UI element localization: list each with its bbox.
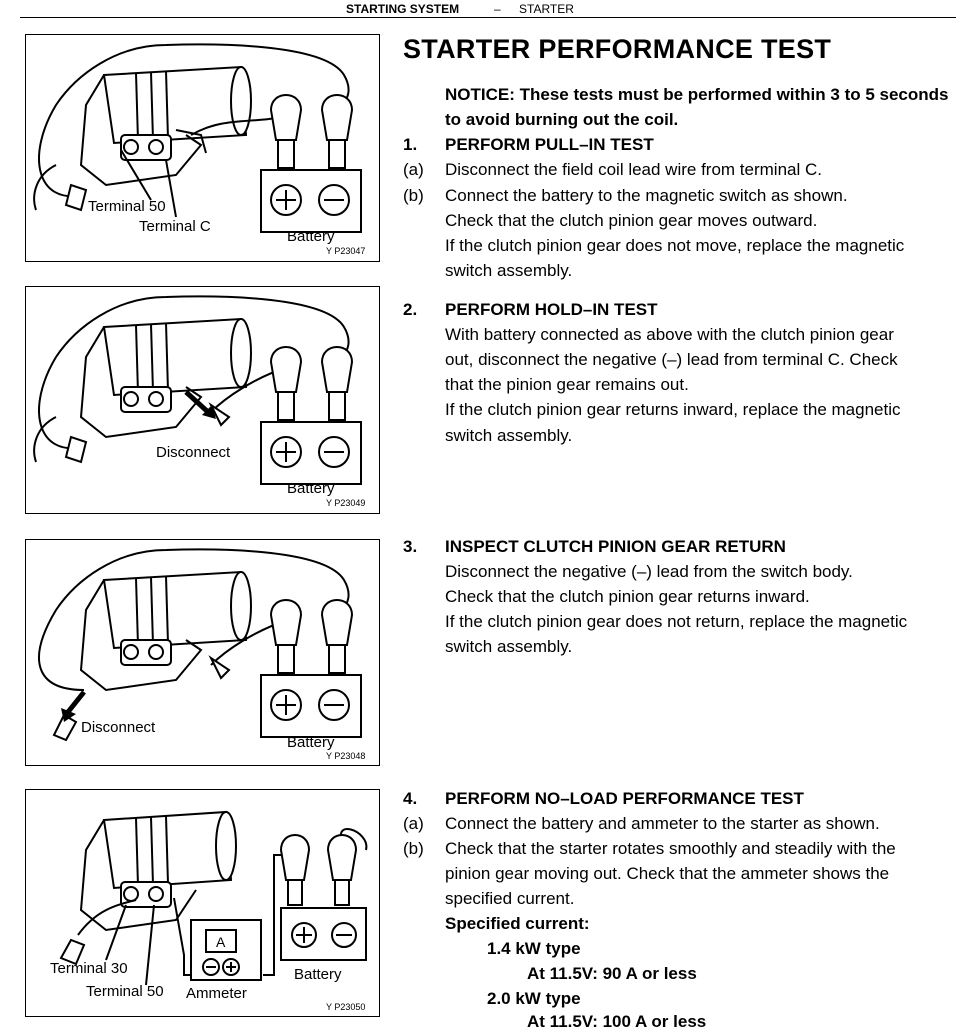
hold-in-diagram: Disconnect Battery Y P23049 <box>33 295 365 508</box>
label-disconnect: Disconnect <box>81 719 156 736</box>
step-4b-line-2: pinion gear moving out. Check that the a… <box>445 864 890 883</box>
figure-no-load-test: A Terminal 30 Terminal 50 Ammeter Batter… <box>25 789 380 1017</box>
step-3-line-4: switch assembly. <box>445 637 573 656</box>
notice-line-1: NOTICE: These tests must be performed wi… <box>445 85 949 104</box>
step-4a-label: (a) <box>403 814 424 833</box>
label-terminal-30: Terminal 30 <box>50 960 128 977</box>
step-2-heading: PERFORM HOLD–IN TEST <box>445 300 658 319</box>
page-title: STARTER PERFORMANCE TEST <box>403 34 832 64</box>
figure-code: Y P23050 <box>326 1002 365 1012</box>
label-terminal-c: Terminal C <box>139 218 211 235</box>
spec-type-1-value: At 11.5V: 90 A or less <box>527 964 697 983</box>
step-4b-line-3: specified current. <box>445 889 575 908</box>
step-4-number: 4. <box>403 789 418 808</box>
header-dash: – <box>494 2 501 16</box>
label-battery: Battery <box>287 480 335 497</box>
figure-pull-in-test: Terminal 50 Terminal C Battery Y P23047 <box>25 34 380 262</box>
header-section: STARTING SYSTEM <box>346 2 460 16</box>
step-3-line-3: If the clutch pinion gear does not retur… <box>445 612 908 631</box>
spec-heading: Specified current: <box>445 914 590 933</box>
step-1-check: Check that the clutch pinion gear moves … <box>445 211 818 230</box>
step-4-heading: PERFORM NO–LOAD PERFORMANCE TEST <box>445 789 804 808</box>
step-4b-line-1: Check that the starter rotates smoothly … <box>445 839 896 858</box>
step-1-if-line-1: If the clutch pinion gear does not move,… <box>445 236 905 255</box>
step-3-heading: INSPECT CLUTCH PINION GEAR RETURN <box>445 537 786 556</box>
ammeter-symbol: A <box>216 934 226 950</box>
step-1b-text: Connect the battery to the magnetic swit… <box>445 186 848 205</box>
spec-type-2: 2.0 kW type <box>487 989 581 1008</box>
step-1-number: 1. <box>403 135 418 154</box>
label-battery: Battery <box>294 966 342 983</box>
label-terminal-50: Terminal 50 <box>88 198 166 215</box>
label-ammeter: Ammeter <box>186 985 247 1002</box>
page-header: STARTING SYSTEM – STARTER <box>0 0 976 18</box>
label-terminal-50: Terminal 50 <box>86 983 164 1000</box>
label-battery: Battery <box>287 228 335 245</box>
header-subsection: STARTER <box>519 2 574 16</box>
step-2-line-5: switch assembly. <box>445 426 573 445</box>
step-1a-text: Disconnect the field coil lead wire from… <box>445 160 822 179</box>
header-rule <box>20 17 956 18</box>
step-1b-label: (b) <box>403 186 424 205</box>
step-1-heading: PERFORM PULL–IN TEST <box>445 135 654 154</box>
step-1a-label: (a) <box>403 160 424 179</box>
label-battery: Battery <box>287 734 335 751</box>
step-4b-label: (b) <box>403 839 424 858</box>
step-2-line-3: that the pinion gear remains out. <box>445 375 689 394</box>
step-1-if-line-2: switch assembly. <box>445 261 573 280</box>
figure-pinion-return: Disconnect Battery Y P23048 <box>25 539 380 766</box>
label-disconnect: Disconnect <box>156 444 231 461</box>
notice-line-2: to avoid burning out the coil. <box>445 110 679 129</box>
no-load-diagram: A Terminal 30 Terminal 50 Ammeter Batter… <box>50 810 368 1012</box>
pull-in-diagram: Terminal 50 Terminal C Battery Y P23047 <box>33 43 365 256</box>
step-2-number: 2. <box>403 300 418 319</box>
spec-type-2-value: At 11.5V: 100 A or less <box>527 1012 707 1031</box>
step-3-line-2: Check that the clutch pinion gear return… <box>445 587 810 606</box>
step-3-number: 3. <box>403 537 418 556</box>
step-2-line-1: With battery connected as above with the… <box>445 325 894 344</box>
figure-code: Y P23049 <box>326 498 365 508</box>
step-3-line-1: Disconnect the negative (–) lead from th… <box>445 562 853 581</box>
step-2-line-2: out, disconnect the negative (–) lead fr… <box>445 350 898 369</box>
spec-type-1: 1.4 kW type <box>487 939 581 958</box>
figure-code: Y P23047 <box>326 246 365 256</box>
pinion-return-diagram: Disconnect Battery Y P23048 <box>38 548 365 761</box>
figure-code: Y P23048 <box>326 751 365 761</box>
step-2-line-4: If the clutch pinion gear returns inward… <box>445 400 901 419</box>
figure-hold-in-test: Disconnect Battery Y P23049 <box>25 286 380 514</box>
step-4a-text: Connect the battery and ammeter to the s… <box>445 814 880 833</box>
